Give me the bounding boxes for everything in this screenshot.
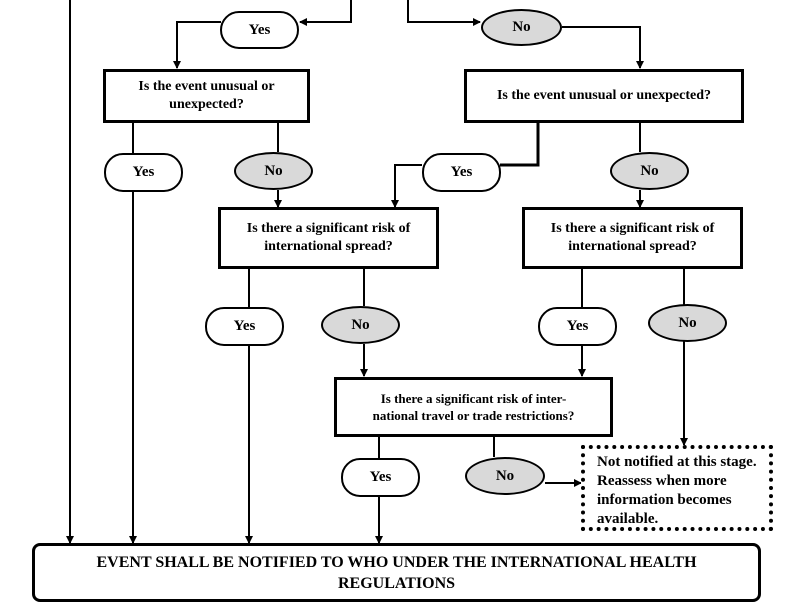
no-spread-left: No (321, 306, 400, 344)
yes-spread-right: Yes (538, 307, 617, 346)
yes-spread-left: Yes (205, 307, 284, 346)
final-notification-box: EVENT SHALL BE NOTIFIED TO WHO UNDER THE… (32, 543, 761, 602)
yes-unusual-right: Yes (422, 153, 501, 192)
question-unusual-left: Is the event unusual or unexpected? (103, 69, 310, 123)
not-notified-text: Not notified at this stage. Reassess whe… (597, 454, 757, 527)
no-unusual-left: No (234, 152, 313, 190)
no-unusual-right: No (610, 152, 689, 190)
question-spread-right: Is there a significant risk of internati… (522, 207, 743, 269)
final-notification-text: EVENT SHALL BE NOTIFIED TO WHO UNDER THE… (96, 553, 697, 592)
no-travel: No (465, 457, 545, 495)
question-travel-text: Is there a significant risk of inter-nat… (372, 391, 575, 423)
question-unusual-left-text: Is the event unusual or unexpected? (138, 79, 275, 112)
question-spread-left: Is there a significant risk of internati… (218, 207, 439, 269)
yes-unusual-left: Yes (104, 153, 183, 192)
no-spread-right: No (648, 304, 727, 342)
question-travel: Is there a significant risk of inter-nat… (334, 377, 613, 437)
question-spread-right-text: Is there a significant risk of internati… (550, 221, 715, 254)
question-spread-left-text: Is there a significant risk of internati… (246, 221, 411, 254)
yes-top-left: Yes (220, 11, 299, 49)
no-top-right: No (481, 9, 562, 46)
question-unusual-right: Is the event unusual or unexpected? (464, 69, 744, 123)
question-unusual-right-text: Is the event unusual or unexpected? (496, 88, 712, 103)
yes-travel: Yes (341, 458, 420, 497)
not-notified-box: Not notified at this stage. Reassess whe… (581, 445, 773, 531)
